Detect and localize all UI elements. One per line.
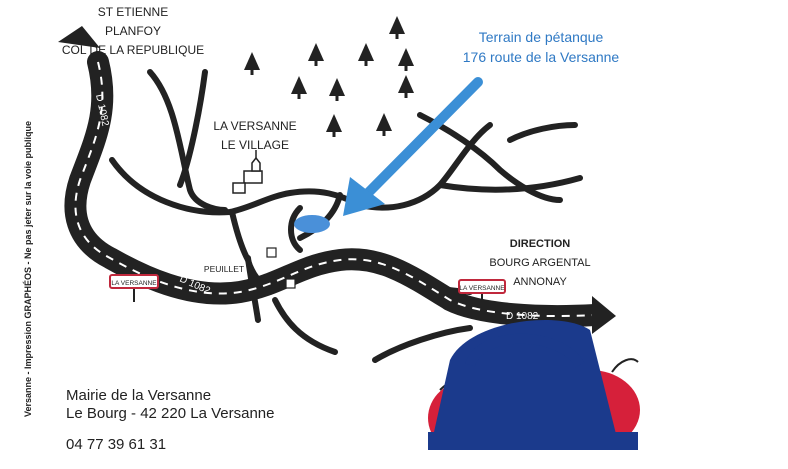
forest [244,16,414,137]
town-sign-right: LA VERSANNE [458,279,506,306]
church-icon [232,150,263,194]
tree-icon [389,16,405,39]
svg-text:LA VERSANNE: LA VERSANNE [459,285,505,292]
minor-road [507,122,578,143]
minor-road [177,69,208,188]
main-road-d1082 [58,26,616,334]
svg-text:COL DE LA REPUBLIQUE: COL DE LA REPUBLIQUE [62,43,204,57]
tree-icon [398,75,414,98]
svg-text:LA VERSANNE: LA VERSANNE [213,119,296,133]
svg-text:Terrain de pétanque: Terrain de pétanque [479,29,604,45]
place-label: PEUILLET [204,264,244,274]
minor-road [417,112,563,203]
tree-icon [308,43,324,66]
highlight-label: Terrain de pétanque 176 route de la Vers… [463,29,620,65]
village-label: LA VERSANNE LE VILLAGE [213,119,296,152]
svg-text:PLANFOY: PLANFOY [105,24,161,38]
svg-text:DIRECTION: DIRECTION [510,238,571,250]
side-note: Versanne - Impression GRAPHÉOS - Ne pas … [23,120,33,418]
apple-bag-illustration [428,320,640,450]
minor-road [272,297,338,355]
bus-stop-icon [266,247,296,289]
phone-number: 04 77 39 61 31 [66,436,167,453]
highlight-arrow [343,77,483,216]
top-destination-label: ST ETIENNE PLANFOY COL DE LA REPUBLIQUE [62,5,204,57]
svg-text:ST ETIENNE: ST ETIENNE [98,5,168,19]
svg-text:BOURG ARGENTAL: BOURG ARGENTAL [489,257,590,269]
minor-road [288,205,303,253]
svg-text:ANNONAY: ANNONAY [513,276,567,288]
tree-icon [358,43,374,66]
svg-text:LE VILLAGE: LE VILLAGE [221,138,289,152]
arrow-up-icon [58,26,100,48]
pond [294,215,330,233]
tree-icon [326,114,342,137]
tree-icon [329,78,345,101]
address-line2: Le Bourg - 42 220 La Versanne [66,405,275,422]
tree-icon [376,113,392,136]
svg-text:176 route de la Versanne: 176 route de la Versanne [463,49,620,65]
tree-icon [244,52,260,75]
road-label-right: D 1082 [506,311,539,322]
direction-label: DIRECTION BOURG ARGENTAL ANNONAY [489,238,590,288]
address-line1: Mairie de la Versanne [66,387,212,404]
minor-road [372,325,473,363]
tree-icon [398,48,414,71]
map-canvas: ST ETIENNE PLANFOY COL DE LA REPUBLIQUE … [58,5,640,450]
tree-icon [291,76,307,99]
minor-road [109,122,493,216]
minor-road [147,69,228,213]
svg-text:LA VERSANNE: LA VERSANNE [111,280,157,287]
town-sign-left: LA VERSANNE [109,274,159,302]
arrow-right-icon [592,296,616,334]
minor-road [437,175,583,193]
